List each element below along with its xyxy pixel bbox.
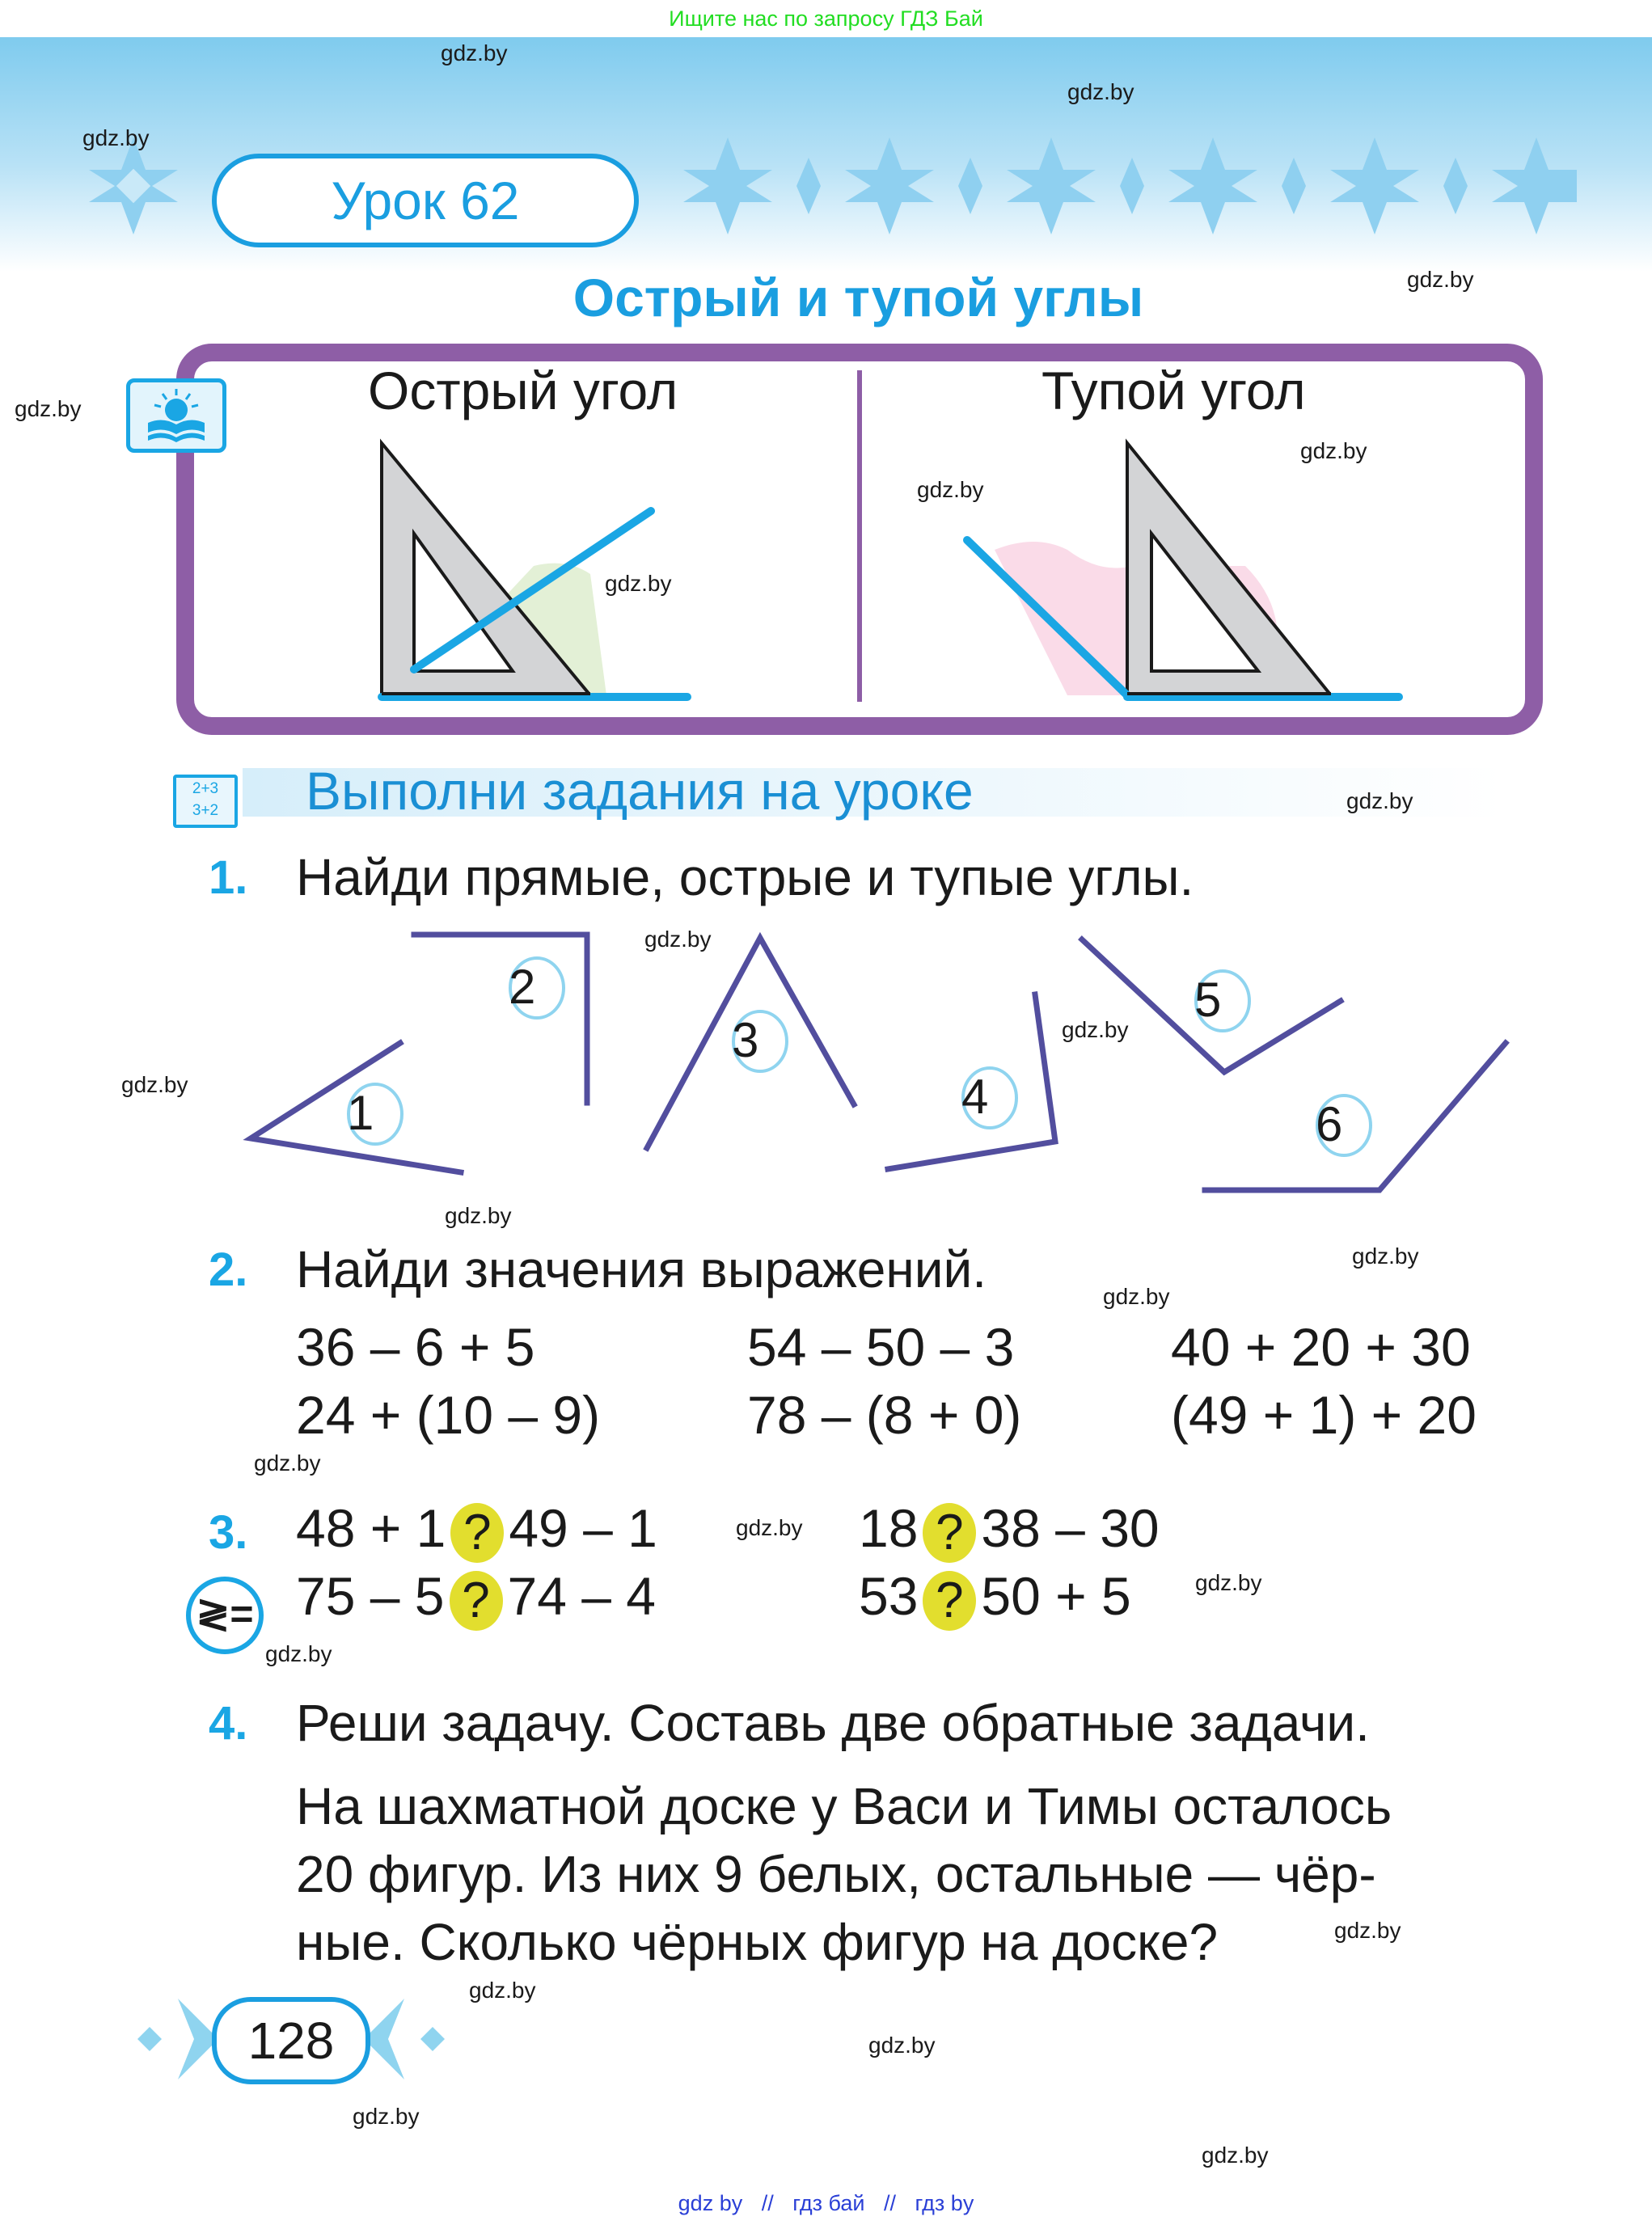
book-sun-icon (126, 378, 226, 453)
watermark: gdz.by (265, 1641, 332, 1666)
comparison-right: 49 – 1 (509, 1498, 657, 1558)
comparison-placeholder[interactable]: ? (449, 1570, 503, 1631)
watermark: gdz.by (917, 477, 984, 502)
word-problem: На шахматной доске у Васи и Тимы осталос… (296, 1772, 1525, 1976)
watermark: gdz.by (1300, 438, 1367, 463)
watermark: gdz.by (121, 1072, 188, 1097)
task-4-text: Реши задачу. Составь две обратные задачи… (296, 1694, 1370, 1752)
watermark: gdz.by (736, 1515, 803, 1540)
footer-separator: // (884, 2191, 897, 2215)
angle-label-5: 5 (1194, 973, 1222, 1027)
chalkboard-icon: 2+3 3+2 (173, 775, 238, 828)
tasks-section-header: Выполни задания на уроке (306, 761, 974, 821)
compare-signs-icon: ≷= (186, 1577, 264, 1654)
angle-label-6: 6 (1316, 1097, 1343, 1151)
watermark: gdz.by (1103, 1284, 1170, 1309)
expression: (49 + 1) + 20 (1171, 1385, 1477, 1445)
watermark: gdz.by (1352, 1243, 1419, 1269)
top-banner: Ищите нас по запросу ГДЗ Бай (0, 0, 1652, 37)
comparison-left: 75 – 5 (296, 1566, 445, 1626)
watermark: gdz.by (1334, 1918, 1401, 1943)
page-number: 128 (212, 1997, 370, 2084)
footer-links: gdz by // гдз бай // гдз by (0, 2191, 1652, 2216)
footer-link[interactable]: гдз бай (792, 2191, 865, 2215)
comparison-left: 18 (859, 1498, 919, 1558)
task-2-text: Найди значения выражений. (296, 1240, 987, 1298)
angle-label-2: 2 (509, 960, 536, 1014)
expression: 36 – 6 + 5 (296, 1317, 535, 1377)
comparison-left: 48 + 1 (296, 1498, 446, 1558)
watermark: gdz.by (469, 1978, 536, 2003)
watermark: gdz.by (1067, 79, 1134, 104)
footer-separator: // (761, 2191, 774, 2215)
acute-angle-illustration-icon (378, 438, 691, 701)
chalkboard-line: 3+2 (192, 802, 219, 819)
expression: 40 + 20 + 30 (1171, 1317, 1471, 1377)
snowflake-ornament-icon (89, 137, 178, 234)
lesson-label: Урок 62 (212, 154, 639, 247)
watermark: gdz.by (868, 2033, 936, 2058)
tasks-header-band (243, 768, 1504, 817)
page-number-ornament-icon (137, 1999, 445, 2079)
word-problem-line: На шахматной доске у Васи и Тимы осталос… (296, 1777, 1392, 1835)
angle-label-3: 3 (732, 1013, 759, 1067)
obtuse-angle-title: Тупой угол (1041, 361, 1306, 420)
comparison-right: 50 + 5 (981, 1566, 1131, 1626)
footer-link[interactable]: гдз by (915, 2191, 974, 2215)
watermark: gdz.by (254, 1450, 321, 1476)
ornament-band-icon (683, 137, 1577, 234)
task-3-number: 3. (209, 1506, 248, 1559)
word-problem-line: 20 фигур. Из них 9 белых, остальные — чё… (296, 1845, 1376, 1903)
comparison-row: 18?38 – 30 (859, 1497, 1160, 1563)
watermark: gdz.by (605, 571, 672, 596)
watermark: gdz.by (1346, 788, 1413, 813)
acute-angle-title: Острый угол (368, 361, 678, 420)
watermark: gdz.by (441, 40, 508, 65)
watermark: gdz.by (1407, 267, 1474, 292)
comparison-placeholder[interactable]: ? (450, 1502, 505, 1563)
page-number-text: 128 (247, 2012, 335, 2070)
comparison-row: 75 – 5?74 – 4 (296, 1565, 656, 1631)
task-1-text: Найди прямые, острые и тупые углы. (296, 848, 1194, 906)
box-divider (857, 370, 862, 702)
lesson-label-text: Урок 62 (331, 171, 520, 230)
footer-link[interactable]: gdz by (678, 2191, 743, 2215)
word-problem-line: ные. Сколько чёрных фигур на доске? (296, 1913, 1219, 1971)
comparison-right: 74 – 4 (507, 1566, 657, 1626)
watermark: gdz.by (353, 2104, 420, 2129)
page-title: Острый и тупой углы (0, 267, 1652, 328)
angle-label-1: 1 (347, 1086, 374, 1140)
watermark: gdz.by (1195, 1570, 1262, 1595)
task-4-number: 4. (209, 1697, 248, 1750)
obtuse-angle-illustration-icon (963, 438, 1403, 701)
angle-label-4: 4 (961, 1070, 989, 1124)
comparison-right: 38 – 30 (981, 1498, 1160, 1558)
comparison-placeholder[interactable]: ? (923, 1502, 977, 1563)
angles-figure-icon (243, 931, 1510, 1193)
watermark: gdz.by (15, 396, 82, 421)
page-title-text: Острый и тупой углы (572, 268, 1144, 327)
comparison-row: 53?50 + 5 (859, 1565, 1131, 1631)
expression: 24 + (10 – 9) (296, 1385, 601, 1445)
watermark: gdz.by (82, 125, 150, 150)
expression: 78 – (8 + 0) (747, 1385, 1022, 1445)
watermark: gdz.by (1202, 2143, 1269, 2168)
expression: 54 – 50 – 3 (747, 1317, 1015, 1377)
comparison-left: 53 (859, 1566, 919, 1626)
comparison-placeholder[interactable]: ? (923, 1570, 977, 1631)
watermark: gdz.by (644, 927, 712, 952)
top-banner-text: Ищите нас по запросу ГДЗ Бай (669, 6, 983, 31)
comparison-row: 48 + 1?49 – 1 (296, 1497, 657, 1563)
chalkboard-line: 2+3 (192, 780, 219, 797)
watermark: gdz.by (445, 1203, 512, 1228)
task-2-number: 2. (209, 1243, 248, 1296)
watermark: gdz.by (1062, 1017, 1129, 1042)
task-1-number: 1. (209, 851, 248, 904)
